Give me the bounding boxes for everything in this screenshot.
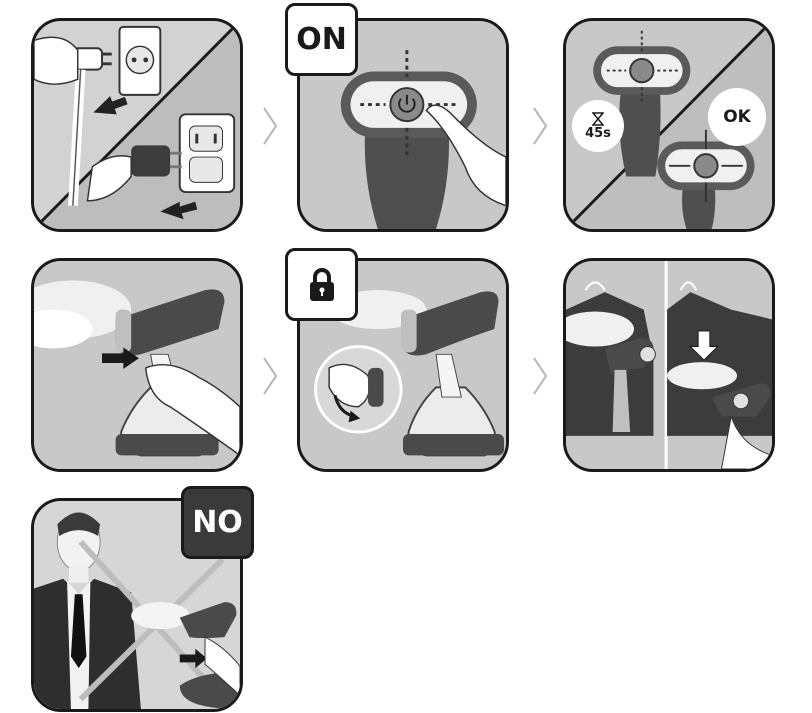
chevron-right-icon [262,356,278,396]
chevron-right-icon [532,106,548,146]
lock-badge [285,248,358,321]
lock-icon [307,267,337,303]
step-plug-in-panel [31,18,243,232]
garment-steaming-illustration [566,261,772,469]
plug-illustration [34,21,240,229]
no-label: NO [192,505,243,540]
ok-badge: OK [708,88,766,146]
chevron-right-icon [262,106,278,146]
steam-trigger-illustration [34,261,240,469]
ok-label: OK [723,107,751,127]
hourglass-icon [592,112,604,126]
timer-badge: 45s [572,100,624,152]
step-garment-panel [563,258,775,472]
no-badge: NO [181,486,254,559]
chevron-right-icon [532,356,548,396]
timer-label: 45s [585,126,611,141]
step-steam-panel [31,258,243,472]
on-label: ON [296,22,347,57]
on-badge: ON [285,3,358,76]
